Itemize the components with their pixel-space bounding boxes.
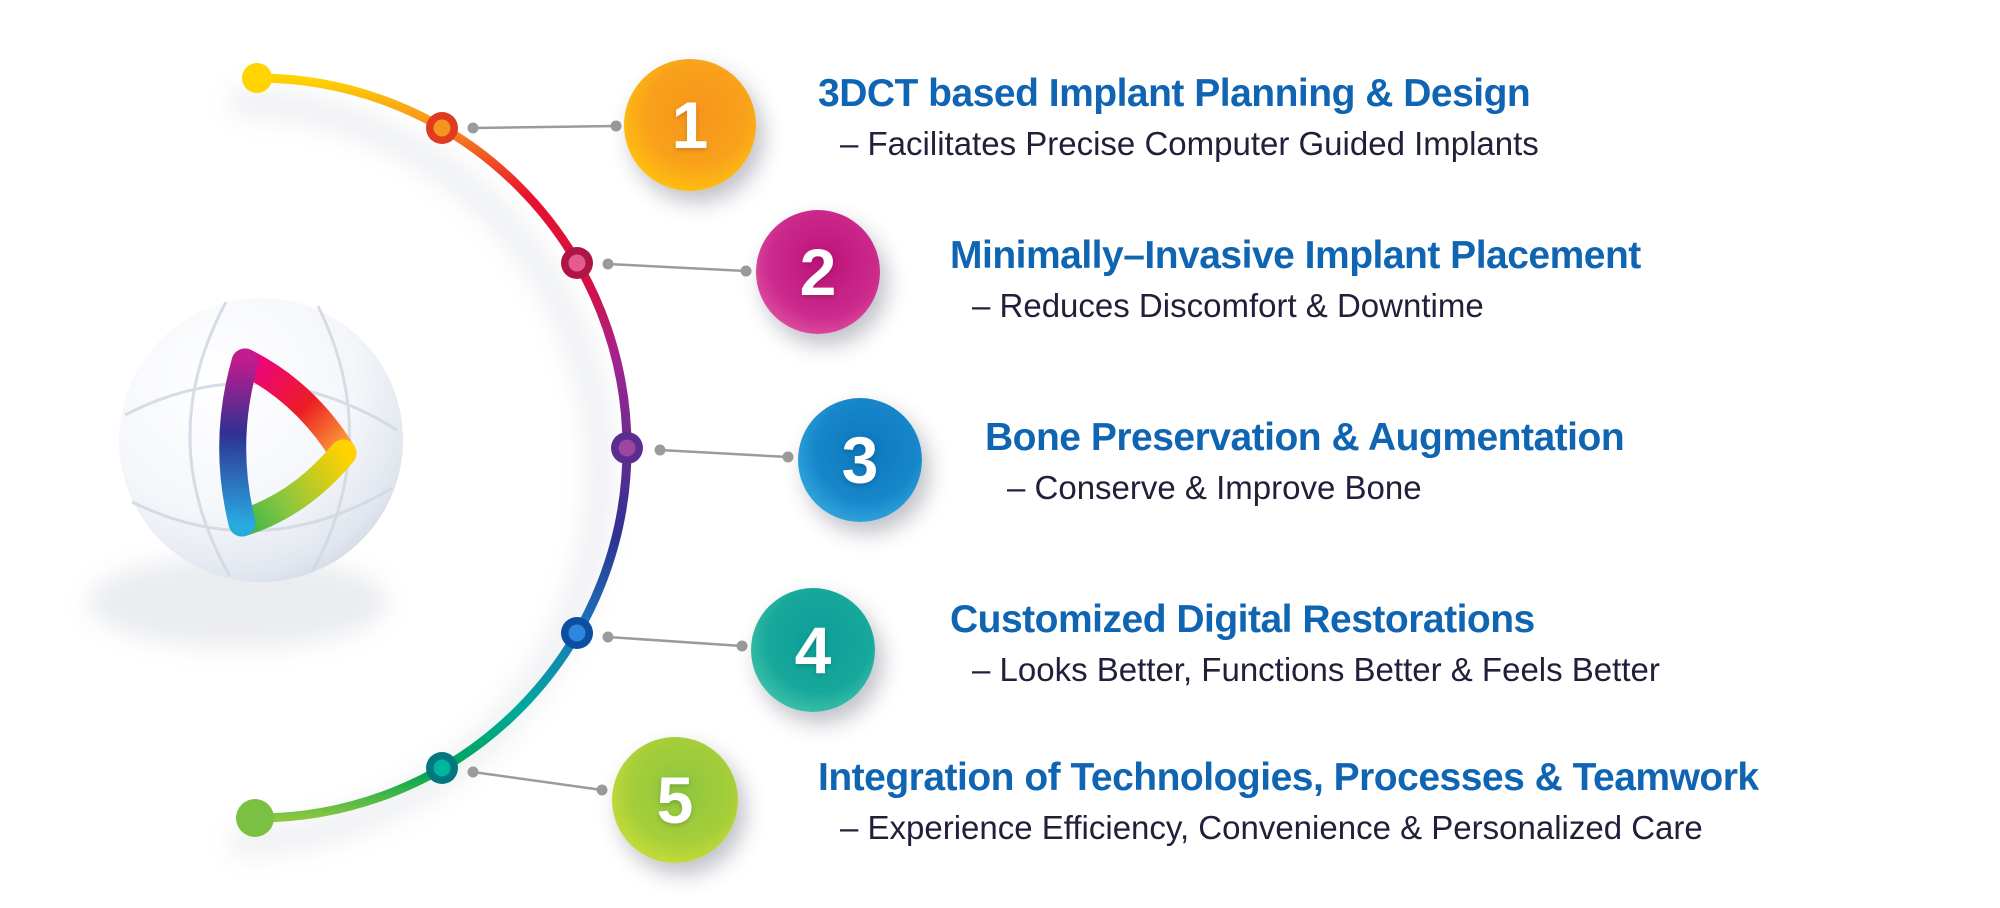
- step-2-circle: 2: [756, 210, 880, 334]
- step-5-subtitle: – Experience Efficiency, Convenience & P…: [840, 808, 1703, 846]
- step-4-text: Customized Digital Restorations – Looks …: [950, 598, 1660, 689]
- arc-endpoint-top: [242, 63, 272, 93]
- connector-5: [467, 766, 608, 796]
- arc-shadow: [230, 87, 616, 857]
- step-1-title: 3DCT based Implant Planning & Design: [818, 72, 1531, 115]
- step-1-subtitle: – Facilitates Precise Computer Guided Im…: [840, 124, 1539, 162]
- step-3-subtitle: – Conserve & Improve Bone: [1007, 468, 1422, 506]
- step-5-number: 5: [656, 763, 694, 837]
- connector-2: [602, 258, 752, 277]
- sphere-triangle-logo: [119, 298, 403, 582]
- step-4-number: 4: [794, 613, 832, 687]
- connector-3: [654, 444, 794, 463]
- sphere-shadow: [88, 556, 388, 648]
- step-1-text: 3DCT based Implant Planning & Design – F…: [818, 72, 1539, 163]
- arc-node-3: [611, 432, 643, 464]
- arc-node-1: [426, 112, 458, 144]
- arc-endpoint-bottom: [236, 799, 274, 837]
- step-2-title: Minimally–Invasive Implant Placement: [950, 234, 1641, 277]
- step-3-title: Bone Preservation & Augmentation: [985, 416, 1625, 459]
- arc-node-4: [561, 617, 593, 649]
- connector-4: [602, 631, 748, 652]
- step-5-text: Integration of Technologies, Processes &…: [818, 756, 1759, 847]
- step-2-subtitle: – Reduces Discomfort & Downtime: [972, 286, 1484, 324]
- arc-nodes: [236, 63, 643, 837]
- step-5-title: Integration of Technologies, Processes &…: [818, 756, 1759, 799]
- connectors: [467, 120, 794, 796]
- step-3-text: Bone Preservation & Augmentation – Conse…: [985, 416, 1625, 507]
- connector-1: [467, 120, 622, 134]
- step-4-circle: 4: [751, 588, 875, 712]
- step-1-circle: 1: [624, 59, 756, 191]
- arc-node-5: [426, 752, 458, 784]
- step-4-subtitle: – Looks Better, Functions Better & Feels…: [972, 650, 1660, 688]
- step-1-number: 1: [671, 88, 709, 162]
- step-3-number: 3: [841, 423, 879, 497]
- sphere-body: [119, 298, 403, 582]
- step-2-number: 2: [799, 235, 837, 309]
- step-2-text: Minimally–Invasive Implant Placement – R…: [950, 234, 1641, 325]
- step-4-title: Customized Digital Restorations: [950, 598, 1535, 641]
- step-5-circle: 5: [612, 737, 738, 863]
- arc-node-2: [561, 247, 593, 279]
- logo-triangle: [219, 348, 357, 537]
- step-3-circle: 3: [798, 398, 922, 522]
